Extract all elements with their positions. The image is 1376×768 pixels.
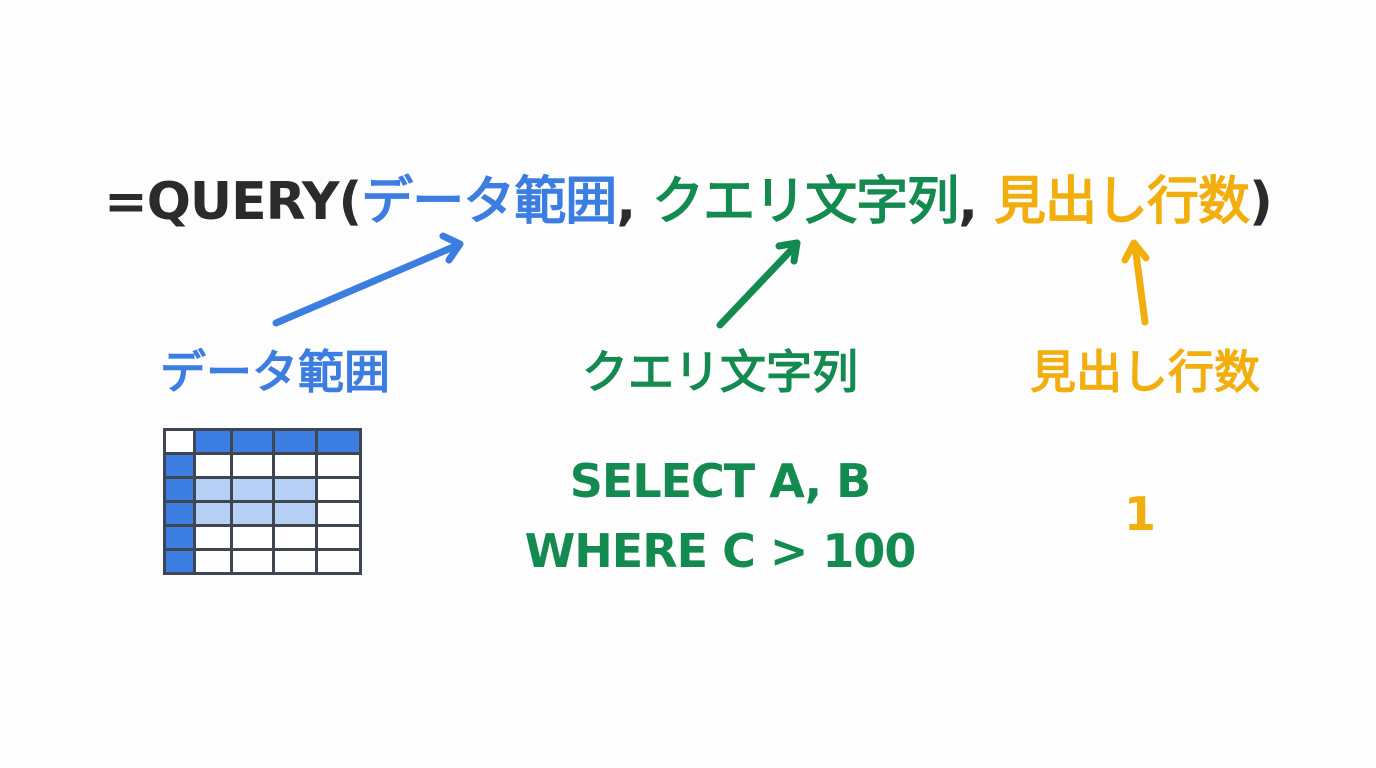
grid-cell: [315, 524, 362, 551]
label-header-rows: 見出し行数: [1030, 345, 1260, 399]
grid-row-header: [163, 548, 196, 575]
grid-cell-selected: [272, 476, 318, 503]
arrow-header-rows-icon: [1121, 239, 1150, 326]
grid-cell: [315, 452, 362, 479]
grid-cell: [230, 548, 275, 575]
header-rows-example: 1: [1123, 487, 1156, 541]
formula-arg-header-rows: 見出し行数: [994, 172, 1250, 232]
label-data-range: データ範囲: [160, 345, 390, 399]
formula-separator: ,: [958, 172, 995, 232]
grid-cell: [315, 476, 362, 503]
grid-corner-cell: [163, 428, 196, 455]
grid-row-header: [163, 524, 196, 551]
grid-column-header: [315, 428, 362, 455]
arrow-range-icon: [272, 232, 464, 327]
grid-cell-selected: [230, 476, 275, 503]
formula-separator: ,: [616, 172, 653, 232]
grid-row-header: [163, 476, 196, 503]
formula-prefix: =QUERY(: [104, 172, 362, 232]
grid-cell: [272, 524, 318, 551]
grid-row-header: [163, 452, 196, 479]
grid-column-header: [193, 428, 233, 455]
query-select-line: SELECT A, B: [569, 454, 871, 508]
formula-arg-range: データ範囲: [361, 172, 617, 232]
grid-row-header: [163, 500, 196, 527]
query-string-example: SELECT A, B WHERE C > 100: [480, 446, 960, 586]
grid-cell: [193, 548, 233, 575]
arrow-query-icon: [716, 239, 801, 329]
grid-cell: [230, 524, 275, 551]
query-where-line: WHERE C > 100: [524, 524, 917, 578]
grid-cell: [272, 452, 318, 479]
formula-suffix: ): [1249, 172, 1273, 232]
grid-cell: [193, 452, 233, 479]
query-formula-syntax: =QUERY(データ範囲, クエリ文字列, 見出し行数): [0, 168, 1376, 236]
formula-arg-query: クエリ文字列: [652, 172, 959, 232]
grid-cell: [315, 500, 362, 527]
grid-column-header: [272, 428, 318, 455]
grid-cell: [230, 452, 275, 479]
grid-cell: [193, 524, 233, 551]
grid-cell: [272, 548, 318, 575]
grid-cell-selected: [193, 476, 233, 503]
label-query-string: クエリ文字列: [582, 345, 858, 399]
grid-cell-selected: [230, 500, 275, 527]
spreadsheet-range-icon: [163, 428, 362, 575]
grid-cell-selected: [272, 500, 318, 527]
grid-column-header: [230, 428, 275, 455]
grid-cell: [315, 548, 362, 575]
grid-cell-selected: [193, 500, 233, 527]
